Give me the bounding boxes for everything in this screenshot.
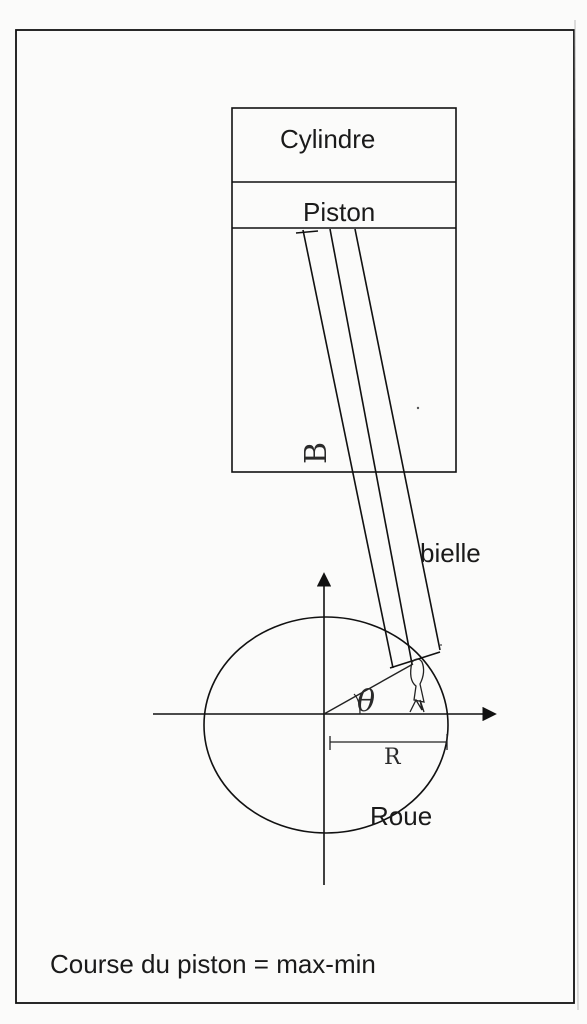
angle-mark [409,698,425,713]
wheel-label: Roue [370,801,433,831]
crank-pin-mark [410,658,425,703]
scan-edge-line [574,19,579,1011]
angle-symbol: θ [357,684,376,719]
scan-speck [440,644,442,646]
caption-text: Course du piston = max-min [50,949,376,979]
piston-label: Piston [303,197,376,227]
cylinder-box [231,107,457,473]
radius-symbol: R [384,745,401,770]
outer-frame [15,29,575,1004]
angle-arc [353,693,361,715]
rod-label: bielle [420,538,481,568]
rod-length-symbol: B [299,441,335,465]
cylinder-label: Cylindre [280,124,376,154]
scan-speck [416,406,420,410]
wheel-circle [203,616,449,834]
crank-line [323,663,414,715]
